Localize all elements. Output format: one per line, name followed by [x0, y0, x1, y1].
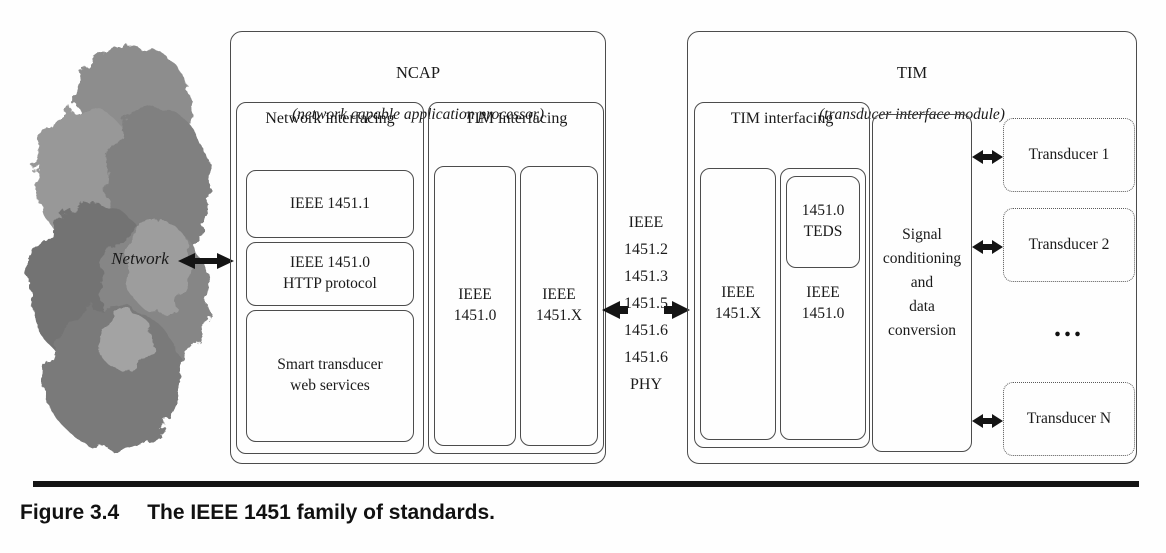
- ncap-title-block: NCAP (network capable application proces…: [230, 41, 606, 146]
- network-cloud: [30, 46, 210, 450]
- ncap-tim-interfacing-panel: [428, 102, 604, 454]
- network-interfacing-panel: [236, 102, 424, 454]
- tim-title: TIM: [896, 63, 928, 82]
- tim-interfacing-label: TIM interfacing: [730, 110, 834, 127]
- ncap-ieee-1451-x-column: IEEE 1451.X: [520, 166, 598, 446]
- ncap-tim-double-arrow-icon: [602, 301, 690, 319]
- tim-box: [687, 31, 1137, 464]
- transducer-2-link-diamond-icon: [972, 240, 1003, 254]
- transducer-1-box: Transducer 1: [1003, 118, 1135, 192]
- tim-ieee-1451-x-column: IEEE 1451.X: [700, 168, 776, 440]
- ieee-1451-1-box: IEEE 1451.1: [246, 170, 414, 238]
- figure-caption: Figure 3.4 The IEEE 1451 family of standa…: [20, 501, 495, 525]
- ncap-tim-interfacing-label: TIM interfacing: [464, 110, 568, 127]
- ncap-title: NCAP: [395, 63, 440, 82]
- middle-standards-list: IEEE 1451.2 1451.3 1451.5 1451.6 1451.6 …: [624, 214, 668, 393]
- ncap-box: [230, 31, 606, 464]
- network-interfacing-label: Network interfacing: [265, 110, 395, 127]
- network-label: Network: [111, 249, 169, 268]
- smart-transducer-web-services-box: Smart transducer web services: [246, 310, 414, 442]
- figure-caption-text: The IEEE 1451 family of standards.: [147, 501, 495, 524]
- transducer-1-link-diamond-icon: [972, 150, 1003, 164]
- ieee-1451-0-http-box: IEEE 1451.0 HTTP protocol: [246, 242, 414, 306]
- network-double-arrow-icon: [178, 253, 234, 269]
- figure-caption-label: Figure 3.4: [20, 501, 120, 524]
- ncap-ieee-1451-0-column: IEEE 1451.0: [434, 166, 516, 446]
- transducer-ellipsis: ...: [1054, 312, 1084, 343]
- tim-ieee-1451-0-column: IEEE 1451.0: [780, 168, 866, 440]
- teds-box: 1451.0 TEDS: [786, 176, 860, 268]
- signal-conditioning-box: Signal conditioning and data conversion: [872, 114, 972, 452]
- transducer-n-link-diamond-icon: [972, 414, 1003, 428]
- transducer-2-box: Transducer 2: [1003, 208, 1135, 282]
- transducer-n-box: Transducer N: [1003, 382, 1135, 456]
- ncap-subtitle: (network capable application processor): [291, 106, 545, 123]
- tim-interfacing-panel: [694, 102, 870, 448]
- caption-rule: [33, 481, 1139, 487]
